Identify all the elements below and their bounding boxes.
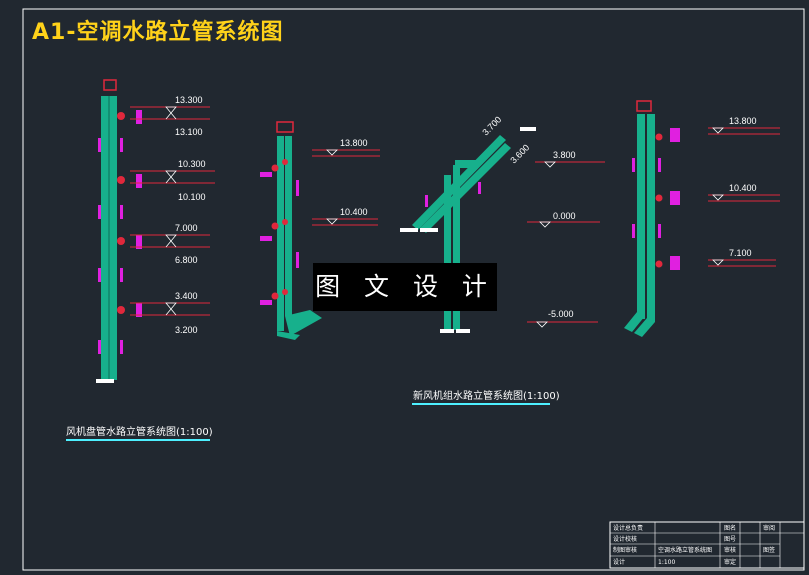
drawing-title: A1-空调水路立管系统图 [32,20,284,45]
middle-level-lines [312,149,380,226]
level-label: 0.000 [553,211,576,221]
center-diagonal-pipe-b [420,143,511,233]
left-level-lines [130,106,215,316]
title-block-drawing-name: 空调水路立管系统图 [658,546,712,554]
title-block-row: 设计总负责 [613,524,643,532]
right-level-lines [708,127,780,267]
level-label: 10.100 [178,192,206,202]
center-riser-pipe-b [453,165,460,330]
left-pipe-size-labels [98,110,142,354]
level-label: -5.000 [548,309,574,319]
middle-riser-system: 13.800 10.400 [260,121,380,340]
right-pipe-size-labels [632,128,680,270]
level-label: 3.200 [175,325,198,335]
level-label: 10.300 [178,159,206,169]
right-riser-system: 13.800 10.400 7.100 [624,100,780,337]
title-block-row: 制图审核 [613,546,637,554]
left-air-vent-icon [103,79,117,91]
left-branch-valves [117,112,125,314]
level-label: 3.600 [508,142,531,165]
center-riser-system: 3.700 3.600 3.800 0.000 -5.000 新风机组水路立管系… [400,114,605,405]
middle-air-vent-icon [276,121,294,133]
level-label: 6.800 [175,255,198,265]
middle-branch-valves [271,159,288,300]
middle-riser-elbow [285,310,322,336]
left-level-triangles [165,106,177,316]
level-label: 13.100 [175,127,203,137]
left-caption: 风机盘管水路立管系统图(1:100) [66,425,213,438]
level-label: 13.800 [729,116,757,126]
right-riser-pipe-b [647,114,655,322]
title-block-label: 图号 [724,536,736,543]
right-branch-valves [655,133,663,268]
center-diagonal-pipe-a [412,135,506,230]
title-block-label: 图名 [724,524,736,532]
middle-level-triangles [326,149,338,225]
center-level-triangles [536,161,556,328]
title-block-label: 审核 [724,546,736,554]
right-level-triangles [712,127,724,266]
middle-pipe-size-labels [260,172,299,305]
watermark-overlay: 图 文 设 计 [313,263,497,311]
level-label: 13.800 [340,138,368,148]
title-block-label: 审阅 [763,524,775,532]
right-riser-pipe-a [637,114,645,319]
left-riser-system: 13.300 13.100 10.300 10.100 7.000 6.800 … [66,79,215,441]
drawing-frame [22,8,805,571]
title-block-row: 设计校核 [613,535,637,543]
level-label: 3.800 [553,150,576,160]
title-block-scale: 1:100 [658,559,675,566]
title-block-label: 审定 [724,558,736,566]
middle-caption: 新风机组水路立管系统图(1:100) [413,389,560,402]
level-label: 3.700 [480,114,503,137]
level-label: 13.300 [175,95,203,105]
middle-riser-pipe-a [277,136,284,331]
center-level-lines [527,161,605,323]
title-block: 设计总负责 设计校核 制图审核 设计 空调水路立管系统图 1:100 图名 图号… [609,521,805,569]
center-pipe-size-labels [425,182,481,207]
center-riser-pipe-a [444,175,451,330]
level-label: 3.400 [175,291,198,301]
level-label: 10.400 [729,183,757,193]
level-label: 7.000 [175,223,198,233]
right-air-vent-icon [636,100,652,112]
level-label: 7.100 [729,248,752,258]
title-block-row: 设计 [613,558,625,566]
title-block-seal: 图签 [763,546,775,554]
level-label: 10.400 [340,207,368,217]
middle-riser-pipe-b [285,136,292,316]
left-riser-base [96,379,114,383]
